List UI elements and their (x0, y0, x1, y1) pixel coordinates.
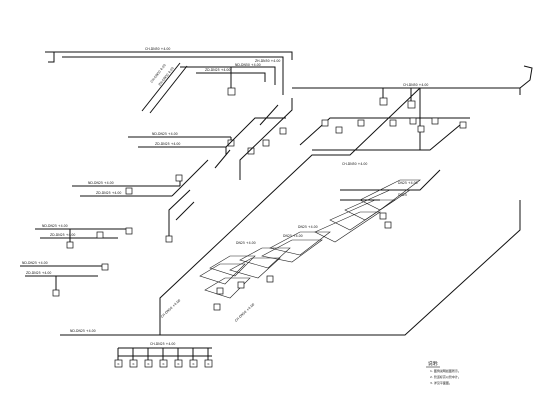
equipment-label: K (163, 362, 166, 366)
label-center-diag: CH-DN50 +4.00 (342, 162, 367, 166)
equipment-label: K (178, 362, 181, 366)
stacked-block-center (199, 231, 331, 311)
label-bottom-main: CH-DN25 +4.00 (150, 342, 175, 346)
label-top-main-2: ZH-DN50 +4.00 (255, 59, 280, 63)
equipment-top (227, 67, 416, 109)
legend-item: 1. 图例说明如图所示。 (430, 368, 461, 373)
legend-item: 3. 详见平面图。 (430, 380, 452, 385)
label-right-main: CH-DN50 +4.00 (403, 83, 428, 87)
branch-a (128, 104, 287, 155)
legend-item: 2. 管道标高以管中计。 (430, 374, 461, 379)
label-top-main-4: ZD-DN25 +4.00 (205, 68, 230, 72)
label-branch-c-2: ZD-DN25 +4.00 (50, 233, 75, 237)
equipment-label: K (208, 362, 211, 366)
legend-title: 说明: (428, 360, 439, 367)
label-bottom-left: ND-DN25 +4.00 (70, 329, 96, 333)
label-branch-a-2: ZD-DN25 +4.00 (155, 142, 180, 146)
label-branch-b-1: ND-DN25 +4.00 (88, 181, 114, 185)
bottom-manifold (60, 334, 213, 368)
equipment-label: K (193, 362, 196, 366)
legend: 说明: 1. 图例说明如图所示。 2. 管道标高以管中计。 3. 详见平面图。 (426, 360, 461, 385)
equipment-label: K (148, 362, 151, 366)
equipment-label: K (133, 362, 136, 366)
label-mid-1: DN25 +4.00 (236, 241, 256, 245)
label-low-diag: CH-DN50 +4.00 (160, 298, 181, 318)
stacked-block-right (314, 179, 421, 243)
branch-b (72, 149, 231, 197)
branch-c (35, 189, 195, 249)
central-main-pipes (159, 87, 521, 336)
branch-d (20, 263, 109, 297)
label-center-right-1: DN25 +4.00 (398, 181, 418, 185)
label-branch-b-2: ZD-DN25 +4.00 (96, 191, 121, 195)
label-branch-c-1: ND-DN25 +4.00 (42, 224, 68, 228)
label-branch-d-2: ZD-DN25 +4.00 (26, 271, 51, 275)
label-mid-2: DN25 +4.00 (283, 234, 303, 238)
label-branch-d-1: ND-DN25 +4.00 (22, 261, 48, 265)
top-main-pipes (45, 51, 533, 114)
equipment-labels: K K K K K K K (118, 362, 211, 366)
label-branch-a-1: ND-DN25 +4.00 (152, 132, 178, 136)
label-bottom-right: CH-DN50 +4.00 (234, 302, 255, 322)
equipment-right-upper (321, 117, 467, 229)
label-mid-3: DN25 +4.00 (298, 225, 318, 229)
equipment-label: K (118, 362, 121, 366)
label-top-main-1: CH-DN50 +4.00 (145, 47, 170, 51)
label-top-main-3: ND-DN50 +4.00 (235, 63, 261, 67)
